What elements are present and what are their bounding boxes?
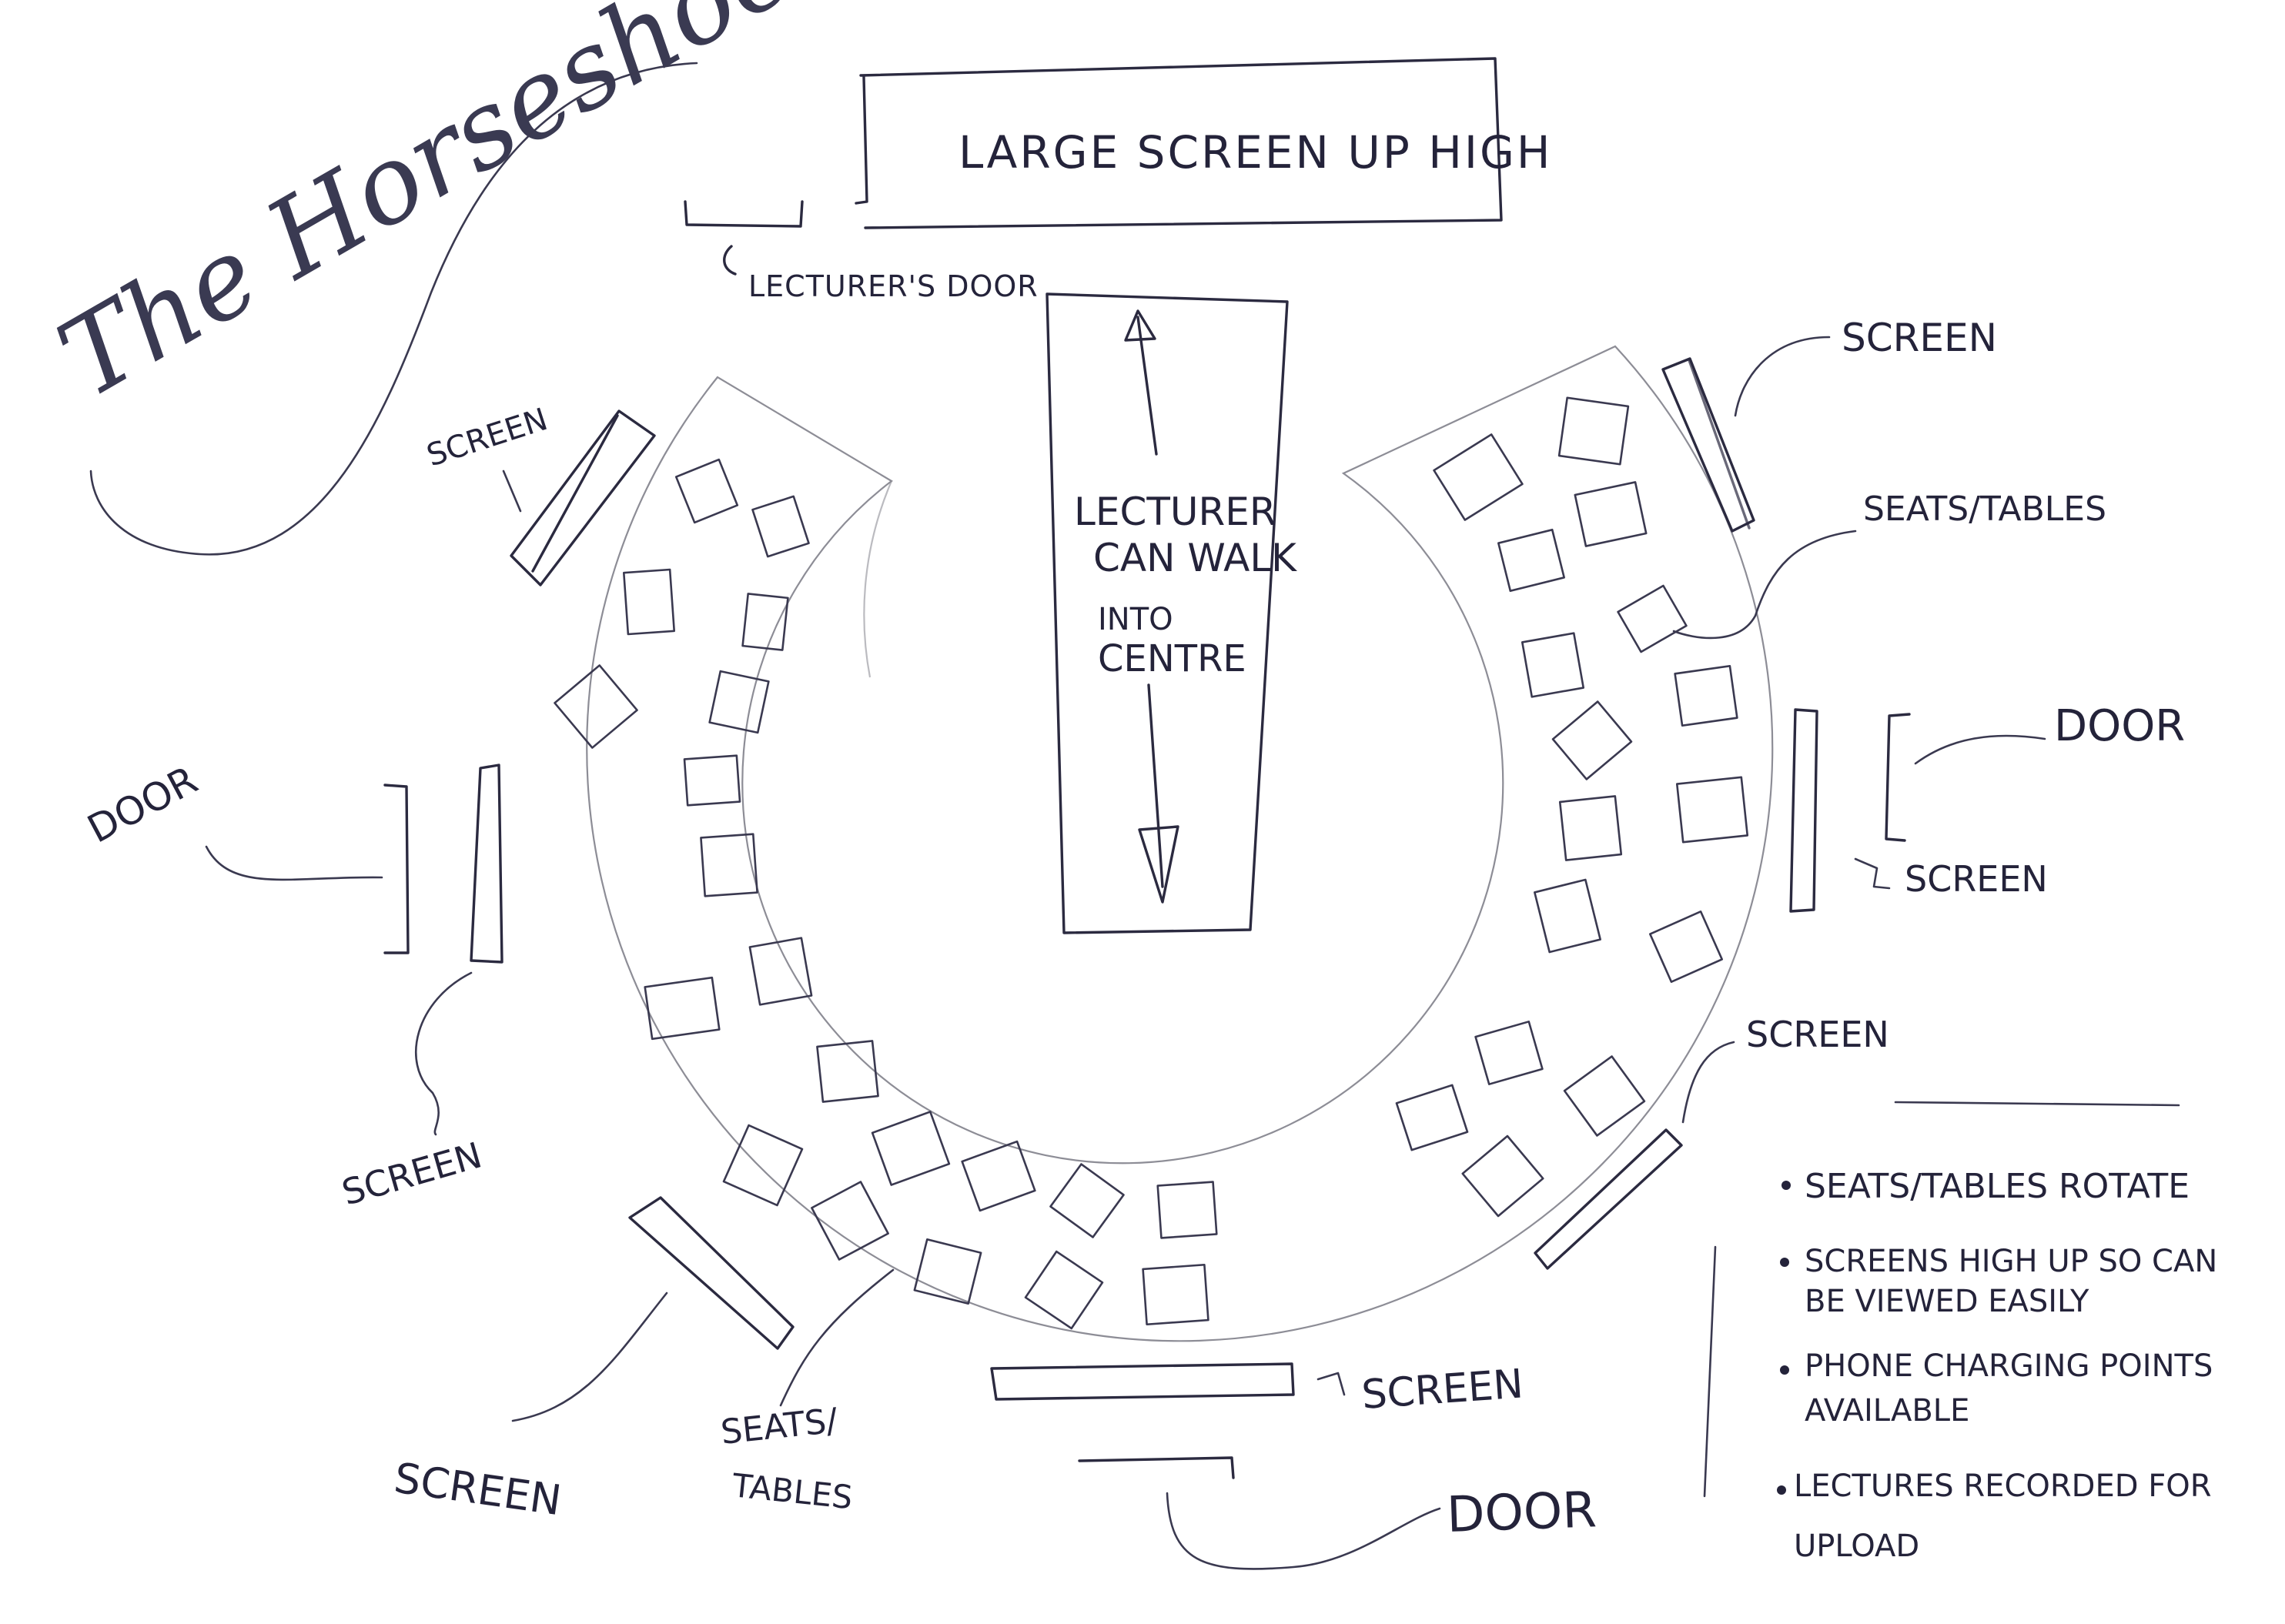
seat [1461, 1134, 1544, 1218]
screen [990, 1362, 1295, 1401]
seat [708, 670, 770, 734]
label-screen-bottom: SCREEN [1360, 1361, 1525, 1418]
door-left [383, 784, 410, 954]
screen [531, 414, 619, 573]
seat [1563, 1055, 1646, 1137]
seat [816, 1040, 879, 1103]
label-seats-tables-bottom-2: TABLES [730, 1466, 855, 1516]
centre-note-3: INTO [1098, 602, 1173, 637]
label-screen-top-right: SCREEN [1842, 316, 1997, 360]
seat [622, 568, 676, 636]
large-screen: LARGE SCREEN UP HIGH [855, 57, 1553, 229]
seat [751, 495, 810, 558]
seats-tables [554, 396, 1749, 1330]
screen [1789, 708, 1818, 913]
seat [1551, 700, 1633, 780]
seat [1521, 632, 1585, 698]
svg-text:LECTURER'S DOOR: LECTURER'S DOOR [748, 269, 1039, 303]
label-door-bottom: DOOR [1446, 1482, 1597, 1544]
centre-note-1: LECTURER [1074, 490, 1276, 534]
note-4-line-1: LECTURES RECORDED FOR [1794, 1469, 2212, 1504]
seat [1574, 481, 1648, 547]
seat [644, 976, 721, 1041]
door-bottom [1078, 1456, 1235, 1479]
seat [674, 458, 739, 524]
notes-panel: SEATS/TABLES ROTATE SCREENS HIGH UP SO C… [1703, 1101, 2217, 1564]
note-2-line-2: BE VIEWED EASILY [1805, 1284, 2089, 1319]
door-right [1885, 713, 1911, 842]
seat [1558, 795, 1623, 861]
note-4-line-2: UPLOAD [1794, 1529, 1919, 1564]
label-screen-lower-right: SCREEN [1746, 1014, 1889, 1055]
svg-text:LARGE SCREEN UP HIGH: LARGE SCREEN UP HIGH [958, 126, 1553, 179]
label-screen-left: SCREEN [337, 1134, 487, 1213]
seat [1617, 584, 1688, 653]
seat [741, 593, 789, 651]
seat [1142, 1263, 1209, 1326]
lecturers-door: LECTURER'S DOOR [684, 200, 1039, 303]
label-screen-top-left: SCREEN [423, 402, 552, 474]
screen [1688, 359, 1751, 530]
seat [1675, 776, 1749, 844]
label-door-left: DOOR [80, 757, 204, 852]
screen [470, 764, 504, 964]
seat [748, 937, 813, 1006]
seat [1049, 1163, 1125, 1238]
label-door-right: DOOR [2054, 701, 2185, 751]
label-screen-right: SCREEN [1905, 858, 2048, 900]
seat [722, 1124, 804, 1207]
notes-top-rule [1894, 1101, 2180, 1107]
seat [683, 754, 741, 807]
seat [1024, 1250, 1104, 1330]
note-1: SEATS/TABLES ROTATE [1805, 1167, 2190, 1206]
screen [628, 1196, 795, 1350]
seat [1648, 910, 1724, 984]
label-seats-tables-right: SEATS/TABLES [1863, 490, 2106, 529]
seat [1474, 1021, 1544, 1085]
seat [1156, 1181, 1218, 1239]
label-screen-bottom-left: SCREEN [391, 1453, 564, 1525]
note-3-line-1: PHONE CHARGING POINTS [1805, 1348, 2213, 1384]
seat [1674, 665, 1738, 727]
seat [961, 1140, 1036, 1212]
screen [510, 409, 656, 586]
seat [871, 1111, 951, 1186]
centre-note-4: CENTRE [1098, 637, 1246, 680]
note-2-line-1: SCREENS HIGH UP SO CAN [1805, 1244, 2217, 1279]
screen [1661, 357, 1755, 533]
central-walkway: LECTURER CAN WALK INTO CENTRE [1045, 292, 1297, 934]
seat [1497, 528, 1565, 593]
seat [554, 664, 638, 749]
centre-note-2: CAN WALK [1093, 536, 1297, 580]
doors [383, 713, 1911, 1479]
wall-screens [470, 357, 1818, 1401]
seat [913, 1238, 982, 1305]
notes-divider [1703, 1245, 1717, 1498]
screen [1534, 1128, 1683, 1270]
seat [1433, 433, 1524, 521]
seat [811, 1181, 889, 1261]
seat [1395, 1084, 1469, 1151]
label-seats-tables-bottom-1: SEATS/ [719, 1401, 840, 1452]
title-swoosh [89, 62, 698, 556]
seat [700, 833, 758, 897]
seat [1534, 878, 1601, 954]
seat [1557, 396, 1630, 466]
note-3-line-2: AVAILABLE [1805, 1393, 1969, 1429]
